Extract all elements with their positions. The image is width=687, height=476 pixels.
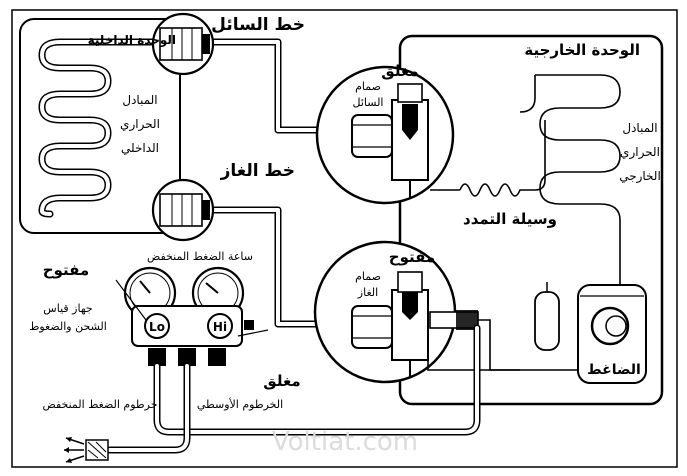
liquid-valve-stem xyxy=(402,104,418,140)
hi-label: Hi xyxy=(213,320,227,334)
lo-knob xyxy=(144,313,170,339)
open-valve-label: مفتوح xyxy=(389,248,435,266)
gas-line-label: خط الغاز xyxy=(220,161,295,181)
indoor-unit-label: الوحدة الداخلية xyxy=(88,33,176,48)
middle-hose-label: الخرطوم الأوسطي xyxy=(197,397,283,411)
liquid-valve-line2: السائل xyxy=(353,96,384,109)
watermark: Voltiat.com xyxy=(272,427,418,457)
gas-valve-line2: الغاز xyxy=(357,286,378,299)
gas-valve-nut xyxy=(351,305,393,349)
liquid-valve-line1: صمام xyxy=(355,80,381,93)
manifold-line2: الشحن والضغوط xyxy=(29,320,107,333)
outdoor-exchanger-line2: الحراري xyxy=(620,145,660,160)
closed-top-label: مغلق xyxy=(381,62,418,80)
lo-hose-connector xyxy=(148,348,166,366)
outdoor-coil-tail xyxy=(519,75,536,113)
low-pressure-gauge-label: ساعة الضغط المنخفض xyxy=(147,250,253,263)
outdoor-exchanger-line1: المبادل xyxy=(622,121,657,135)
suction-pipe xyxy=(478,319,590,371)
closed-bottom-label: مغلق xyxy=(263,372,300,390)
expansion-capillary xyxy=(459,120,546,197)
gas-valve-stem xyxy=(402,292,418,320)
indoor-unit-box xyxy=(19,18,181,234)
liquid-line-label: خط السائل xyxy=(211,15,305,35)
manifold-line1: جهاز قياس xyxy=(43,302,92,315)
indoor-exchanger-line1: المبادل xyxy=(122,93,157,107)
compressor-label: الضاغط xyxy=(587,362,641,378)
outdoor-coil xyxy=(535,74,621,345)
hi-hose-connector xyxy=(208,348,226,366)
indoor-exchanger-line3: الداخلي xyxy=(121,141,159,155)
outer-frame xyxy=(11,9,678,468)
middle-hose-connector xyxy=(178,348,196,366)
expansion-device-label: وسيلة التمدد xyxy=(463,210,557,228)
lo-label: Lo xyxy=(149,320,165,334)
liquid-valve-nut xyxy=(351,114,393,158)
outdoor-unit-label: الوحدة الخارجية xyxy=(524,41,640,59)
low-pressure-hose-label: خرطوم الضغط المنخفض xyxy=(42,398,157,411)
accumulator xyxy=(534,291,560,351)
outdoor-exchanger-line3: الخارجي xyxy=(619,169,661,184)
hi-knob xyxy=(207,313,233,339)
indoor-exchanger-line2: الحراري xyxy=(120,117,160,132)
open-left-label: مفتوح xyxy=(43,261,89,279)
gas-valve-line1: صمام xyxy=(355,270,381,283)
indoor-coil-inner xyxy=(40,40,162,216)
outdoor-unit-box xyxy=(398,34,664,406)
